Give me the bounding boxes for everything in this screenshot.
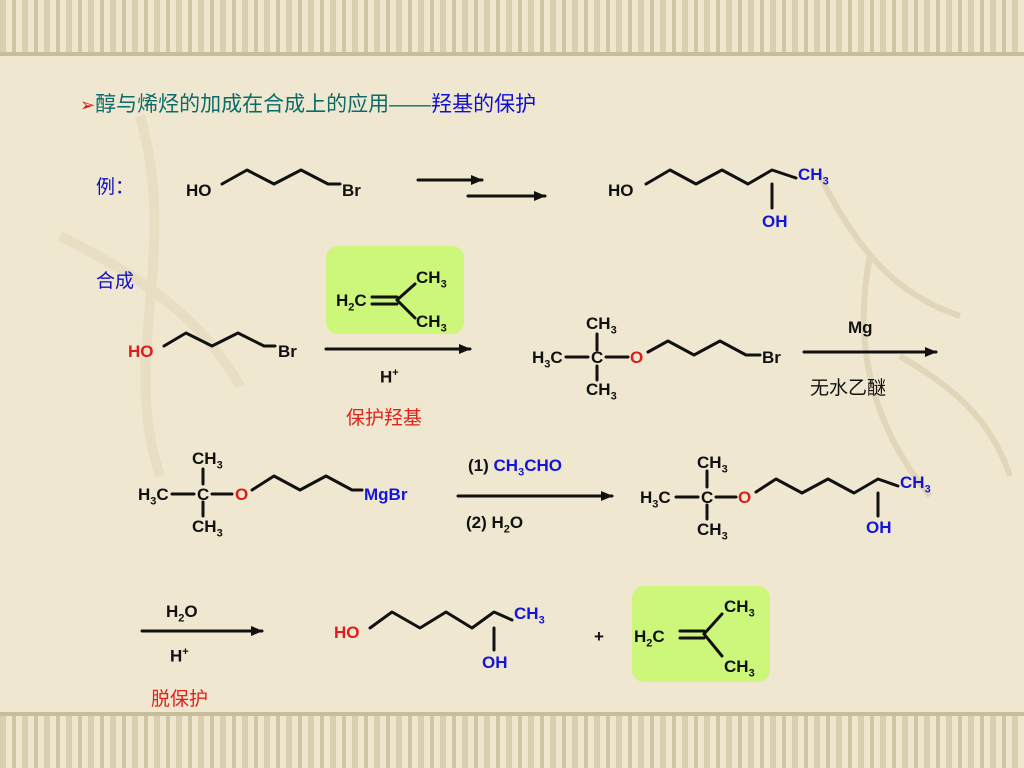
bullet-arrow-icon: ➢: [80, 95, 96, 115]
step3-catalyst: H+: [170, 646, 189, 666]
step3-caption: 脱保护: [151, 689, 209, 710]
isobutylene2-ch3-bottom: CH3: [724, 657, 755, 680]
step1-product-ch3-top: CH3: [586, 314, 617, 337]
step2-product-oh: OH: [866, 518, 892, 537]
step2-product-ch3-top: CH3: [697, 453, 728, 476]
solvent-anhydrous-ether: 无水乙醚: [810, 378, 887, 399]
isobutylene-h2c: H2C: [336, 291, 367, 314]
grignard-ch3-top: CH3: [192, 449, 223, 472]
step1-catalyst: H+: [380, 367, 399, 387]
example-product-bonds: [644, 168, 798, 186]
grignard-mgbr: MgBr: [364, 485, 408, 504]
grignard-c: C: [197, 485, 210, 504]
step2-product-ch3-side: CH3: [900, 473, 931, 496]
step3-product-oh: OH: [482, 653, 508, 672]
example-reactant-ho: HO: [186, 181, 212, 200]
step2-product-h3c: H3C: [640, 488, 671, 511]
isobutylene-highlight-box-1: [326, 246, 464, 334]
slide-title: ➢醇与烯烃的加成在合成上的应用——羟基的保护: [80, 88, 536, 118]
step2-product-o: O: [738, 488, 752, 507]
step1-reactant-bonds: [162, 331, 277, 348]
step1-product-h3c: H3C: [532, 348, 563, 371]
step3-product-ch3: CH3: [514, 604, 545, 627]
isobutylene-ch3-bottom: CH3: [416, 312, 447, 335]
step2-product-ch3-bottom: CH3: [697, 520, 728, 543]
step3-water: H2O: [166, 602, 198, 625]
decorative-border-bottom: [0, 712, 1024, 768]
step1-product-ch3-bottom: CH3: [586, 380, 617, 403]
grignard-o: O: [235, 485, 249, 504]
step1-caption: 保护羟基: [346, 408, 423, 429]
plus-sign: +: [594, 627, 604, 646]
example-product-oh: OH: [762, 212, 788, 231]
isobutylene2-ch3-top: CH3: [724, 597, 755, 620]
example-reactant-bonds: [220, 168, 342, 186]
reagent-mg: Mg: [848, 318, 873, 337]
step2-product-c: C: [701, 488, 714, 507]
isobutylene-ch3-top: CH3: [416, 268, 447, 291]
grignard-h3c: H3C: [138, 485, 169, 508]
step2-condition-2: (2) H2O: [466, 513, 524, 536]
step3-product-ho: HO: [334, 623, 360, 642]
example-product-ho: HO: [608, 181, 634, 200]
grignard-ch3-bottom: CH3: [192, 517, 223, 540]
step1-product-br: Br: [762, 348, 781, 367]
example-label: 例：: [96, 177, 135, 198]
decorative-border-top: [0, 0, 1024, 56]
synthesis-label: 合成: [96, 271, 135, 292]
isobutylene2-h2c: H2C: [634, 627, 665, 650]
isobutylene-highlight-box-2: [632, 586, 770, 682]
example-product-ch3: CH3: [798, 165, 829, 188]
background-watermark: [57, 114, 1013, 498]
example-reactant-br: Br: [342, 181, 361, 200]
step2-condition-1: (1) CH3CHO: [468, 456, 562, 479]
title-text: 醇与烯烃的加成在合成上的应用——: [95, 93, 432, 116]
step1-reactant-br: Br: [278, 342, 297, 361]
step1-product-o: O: [630, 348, 644, 367]
step1-product-c: C: [591, 348, 604, 367]
title-highlight: 羟基的保护: [431, 93, 537, 116]
step1-reactant-ho: HO: [128, 342, 154, 361]
